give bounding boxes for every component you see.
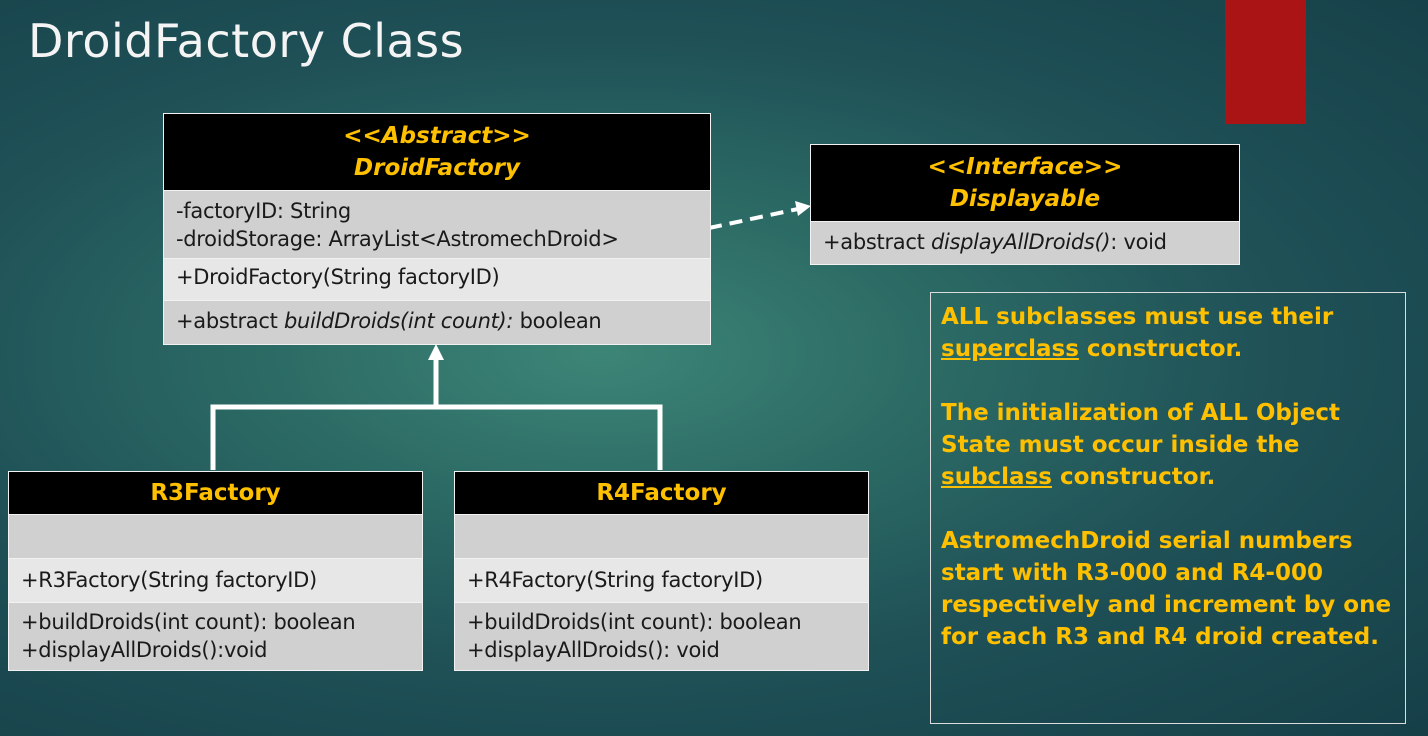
red-accent-bar <box>1225 0 1306 124</box>
note-paragraph-2: The initialization of ALL Object State m… <box>941 397 1395 493</box>
r3-method-build-droids: +buildDroids(int count): boolean <box>21 610 356 634</box>
r4-factory-attributes <box>455 514 868 558</box>
r3-method-display-all-droids: +displayAllDroids():void <box>21 638 268 662</box>
method-prefix: +abstract <box>176 309 284 333</box>
note-paragraph-3: AstromechDroid serial numbers start with… <box>941 528 1392 650</box>
attribute-droid-storage: -droidStorage: ArrayList<AstromechDroid> <box>176 227 619 251</box>
displayable-name: Displayable <box>949 186 1101 212</box>
note-text: ALL subclasses must use their <box>941 304 1334 330</box>
displayable-stereotype: <<Interface>> <box>927 154 1123 180</box>
note-underlined-subclass: subclass <box>941 464 1052 490</box>
droid-factory-stereotype: <<Abstract>> <box>343 123 531 149</box>
droid-factory-constructor-section: +DroidFactory(String factoryID) <box>164 258 710 300</box>
droid-factory-name: DroidFactory <box>354 155 520 181</box>
method-build-droids: +abstract buildDroids(int count): boolea… <box>176 307 710 335</box>
r4-method-display-all-droids: +displayAllDroids(): void <box>467 638 720 662</box>
method-return: boolean <box>513 309 602 333</box>
r4-factory-methods: +buildDroids(int count): boolean +displa… <box>455 602 868 670</box>
droid-factory-methods: +abstract buildDroids(int count): boolea… <box>164 300 710 344</box>
droid-factory-class: <<Abstract>> DroidFactory -factoryID: St… <box>163 113 711 345</box>
r4-factory-constructor-section: +R4Factory(String factoryID) <box>455 558 868 602</box>
note-paragraph-1: ALL subclasses must use their superclass… <box>941 301 1395 365</box>
droid-factory-constructor: +DroidFactory(String factoryID) <box>176 265 500 289</box>
droid-factory-attributes: -factoryID: String -droidStorage: ArrayL… <box>164 190 710 258</box>
note-text: constructor. <box>1051 464 1216 490</box>
r3-factory-methods: +buildDroids(int count): boolean +displa… <box>9 602 422 670</box>
realization-arrow <box>708 201 811 230</box>
r3-factory-attributes <box>9 514 422 558</box>
r4-factory-constructor: +R4Factory(String factoryID) <box>467 568 763 592</box>
r4-factory-header: R4Factory <box>455 472 868 514</box>
displayable-methods: +abstract displayAllDroids(): void <box>811 221 1239 264</box>
method-display-all-droids: +abstract displayAllDroids(): void <box>823 228 1239 256</box>
note-text: The initialization of ALL Object State m… <box>941 400 1341 458</box>
r3-factory-constructor: +R3Factory(String factoryID) <box>21 568 317 592</box>
r3-factory-header: R3Factory <box>9 472 422 514</box>
method-prefix: +abstract <box>823 230 931 254</box>
displayable-interface: <<Interface>> Displayable +abstract disp… <box>810 144 1240 265</box>
page-title: DroidFactory Class <box>28 14 465 68</box>
requirements-note: ALL subclasses must use their superclass… <box>930 292 1406 724</box>
attribute-factory-id: -factoryID: String <box>176 199 351 223</box>
r3-factory-constructor-section: +R3Factory(String factoryID) <box>9 558 422 602</box>
method-return: : void <box>1110 230 1167 254</box>
r4-factory-class: R4Factory +R4Factory(String factoryID) +… <box>454 471 869 671</box>
r3-factory-class: R3Factory +R3Factory(String factoryID) +… <box>8 471 423 671</box>
r4-method-build-droids: +buildDroids(int count): boolean <box>467 610 802 634</box>
note-underlined-superclass: superclass <box>941 336 1079 362</box>
method-name: buildDroids(int count): <box>283 309 514 333</box>
inheritance-arrow <box>210 344 663 470</box>
droid-factory-header: <<Abstract>> DroidFactory <box>164 114 710 190</box>
method-name: displayAllDroids() <box>930 230 1111 254</box>
note-text: constructor. <box>1078 336 1243 362</box>
displayable-header: <<Interface>> Displayable <box>811 145 1239 221</box>
